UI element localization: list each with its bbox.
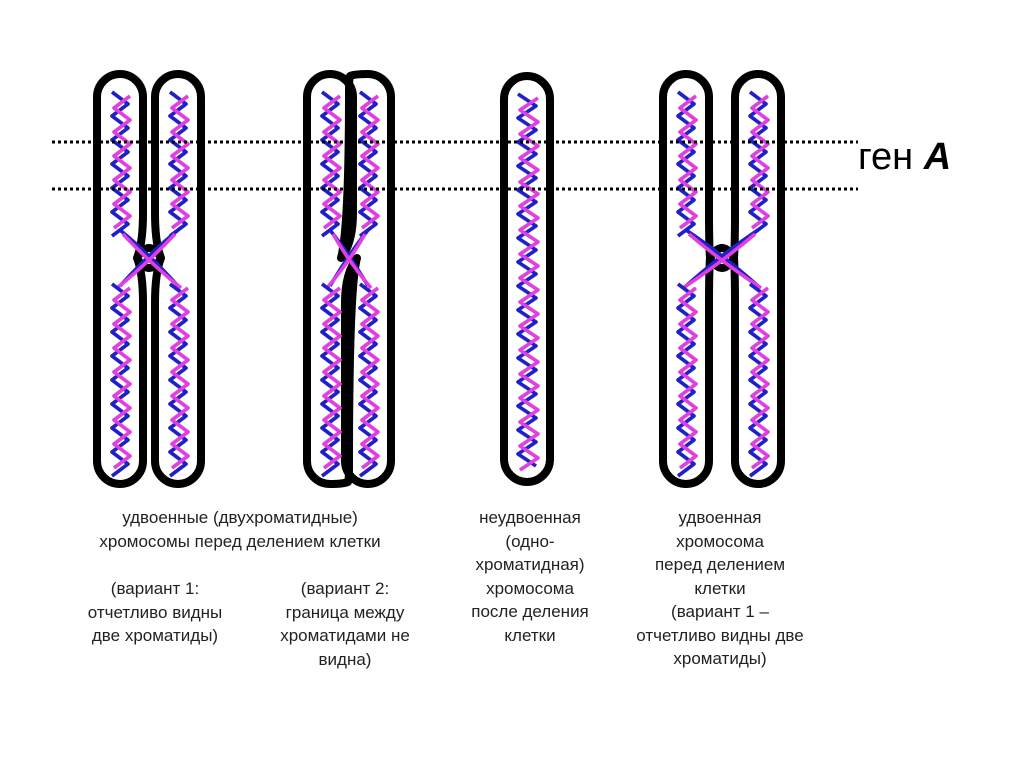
dna-strand-pink	[112, 286, 132, 470]
dna-strand-pink	[170, 286, 190, 470]
chromosome-outline	[303, 70, 395, 488]
dna-strand-blue	[748, 90, 768, 238]
caption-line: хромосомы перед делением клетки	[99, 531, 381, 551]
caption-line: отчетливо видны две	[636, 625, 804, 645]
dna-strand-pink	[687, 232, 762, 290]
dna-strand-pink	[750, 286, 770, 470]
caption-line: хроматидами не	[280, 626, 410, 645]
dna-strand-blue	[320, 90, 340, 238]
caption-line: клетки	[694, 578, 746, 598]
caption-group-header: удвоенные (двухроматидные) хромосомы пер…	[40, 506, 440, 553]
caption-line: (вариант 2:	[300, 579, 390, 598]
dna-strand-pink	[115, 232, 177, 290]
caption-line: перед делением	[654, 555, 786, 574]
caption-single-chromatid: неудвоенная (одно- хроматидная) хромосом…	[440, 506, 620, 647]
gene-a-label: ген A	[858, 136, 951, 179]
dna-strand-pink	[121, 232, 183, 290]
chromosome-outline	[93, 70, 205, 488]
caption-line: (вариант 1:	[110, 579, 200, 598]
dna-strand-pink	[678, 286, 698, 470]
dna-strand-blue	[168, 90, 188, 238]
dna-strand-pink	[678, 94, 698, 230]
caption-line: (одно-	[505, 531, 555, 551]
dna-strand-blue	[358, 90, 378, 238]
caption-line: удвоенные (двухроматидные)	[122, 508, 358, 527]
caption-line: хромосома	[486, 578, 574, 598]
caption-line: хроматидная)	[475, 555, 585, 574]
caption-line: две хроматиды)	[91, 626, 219, 645]
gene-label-prefix: ген	[858, 136, 924, 178]
dna-strand-pink	[331, 233, 373, 290]
dna-strand-pink	[112, 94, 132, 230]
caption-line: удвоенная	[678, 508, 762, 527]
caption-variant-2: (вариант 2: граница между хроматидами не…	[245, 577, 445, 671]
dna-strand-pink	[322, 94, 342, 230]
caption-line: хроматиды)	[673, 649, 767, 668]
caption-line: отчетливо видны	[87, 602, 223, 622]
caption-line: видна)	[318, 649, 372, 669]
dna-strand-pink	[322, 286, 342, 470]
caption-line: клетки	[504, 625, 556, 645]
dna-strand-blue	[676, 90, 696, 238]
dna-strand-pink	[750, 94, 770, 230]
caption-line: (вариант 1 –	[671, 602, 769, 621]
caption-variant-1: (вариант 1: отчетливо видны две хроматид…	[55, 577, 255, 648]
caption-line: после деления	[471, 602, 589, 621]
chromosome-right-variant-1	[659, 70, 785, 488]
dna-strand-pink	[682, 232, 757, 290]
dna-strand-pink	[170, 94, 190, 230]
dna-strand-blue	[110, 90, 130, 238]
caption-line: неудвоенная	[479, 508, 581, 527]
dna-strand-pink	[360, 94, 380, 230]
gene-label-letter: A	[923, 136, 952, 178]
dna-strand-blue	[516, 92, 538, 468]
dna-strand-pink	[325, 233, 367, 290]
dna-strand-pink	[360, 286, 380, 470]
chromosome-variant-1	[93, 70, 205, 488]
caption-right-chromosome: удвоенная хромосома перед делением клетк…	[600, 506, 840, 671]
caption-line: хромосома	[676, 531, 764, 551]
chromosomes-layer	[93, 70, 785, 488]
caption-line: граница между	[285, 602, 405, 622]
dna-strand-pink	[518, 96, 540, 472]
chromosome-single-chromatid	[500, 72, 554, 486]
chromosome-variant-2	[303, 70, 395, 488]
